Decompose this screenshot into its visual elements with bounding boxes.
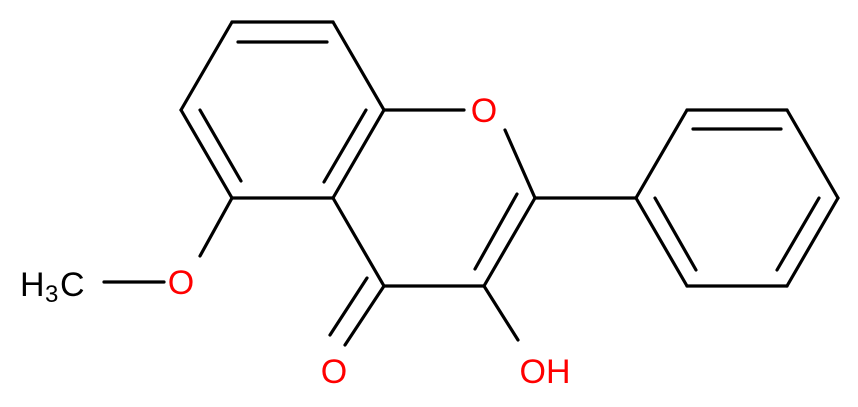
methoxy-bond	[198, 196, 234, 258]
bond	[343, 284, 386, 347]
bond	[775, 196, 821, 272]
bond	[328, 276, 369, 337]
methoxy-oxygen-label: O	[168, 264, 194, 302]
carbonyl-oxygen-label: O	[321, 353, 347, 391]
carbonyl-bond	[328, 276, 386, 347]
bond	[473, 192, 519, 271]
bond	[634, 108, 689, 200]
methyl-c-label: C	[60, 266, 85, 304]
bond	[785, 196, 840, 288]
ring-oxygen-label: O	[471, 92, 497, 130]
methyl-subscript-label: 3	[45, 281, 58, 308]
bond	[482, 196, 537, 288]
benzo-ring	[179, 20, 386, 200]
bond	[179, 108, 234, 200]
phenyl-ring	[634, 108, 840, 288]
bond	[322, 108, 368, 184]
bond	[198, 108, 243, 183]
bond	[634, 196, 689, 288]
bond	[503, 128, 537, 200]
bond	[179, 20, 234, 112]
bond	[331, 196, 386, 288]
methyl-h-label: H	[20, 266, 45, 304]
hydroxyl-label: OH	[520, 353, 571, 391]
bond	[331, 20, 386, 112]
bond	[653, 196, 698, 272]
bond	[785, 108, 840, 200]
pyranone-ring	[331, 108, 537, 288]
bond	[331, 108, 386, 200]
hydroxyl-bond	[482, 284, 520, 342]
